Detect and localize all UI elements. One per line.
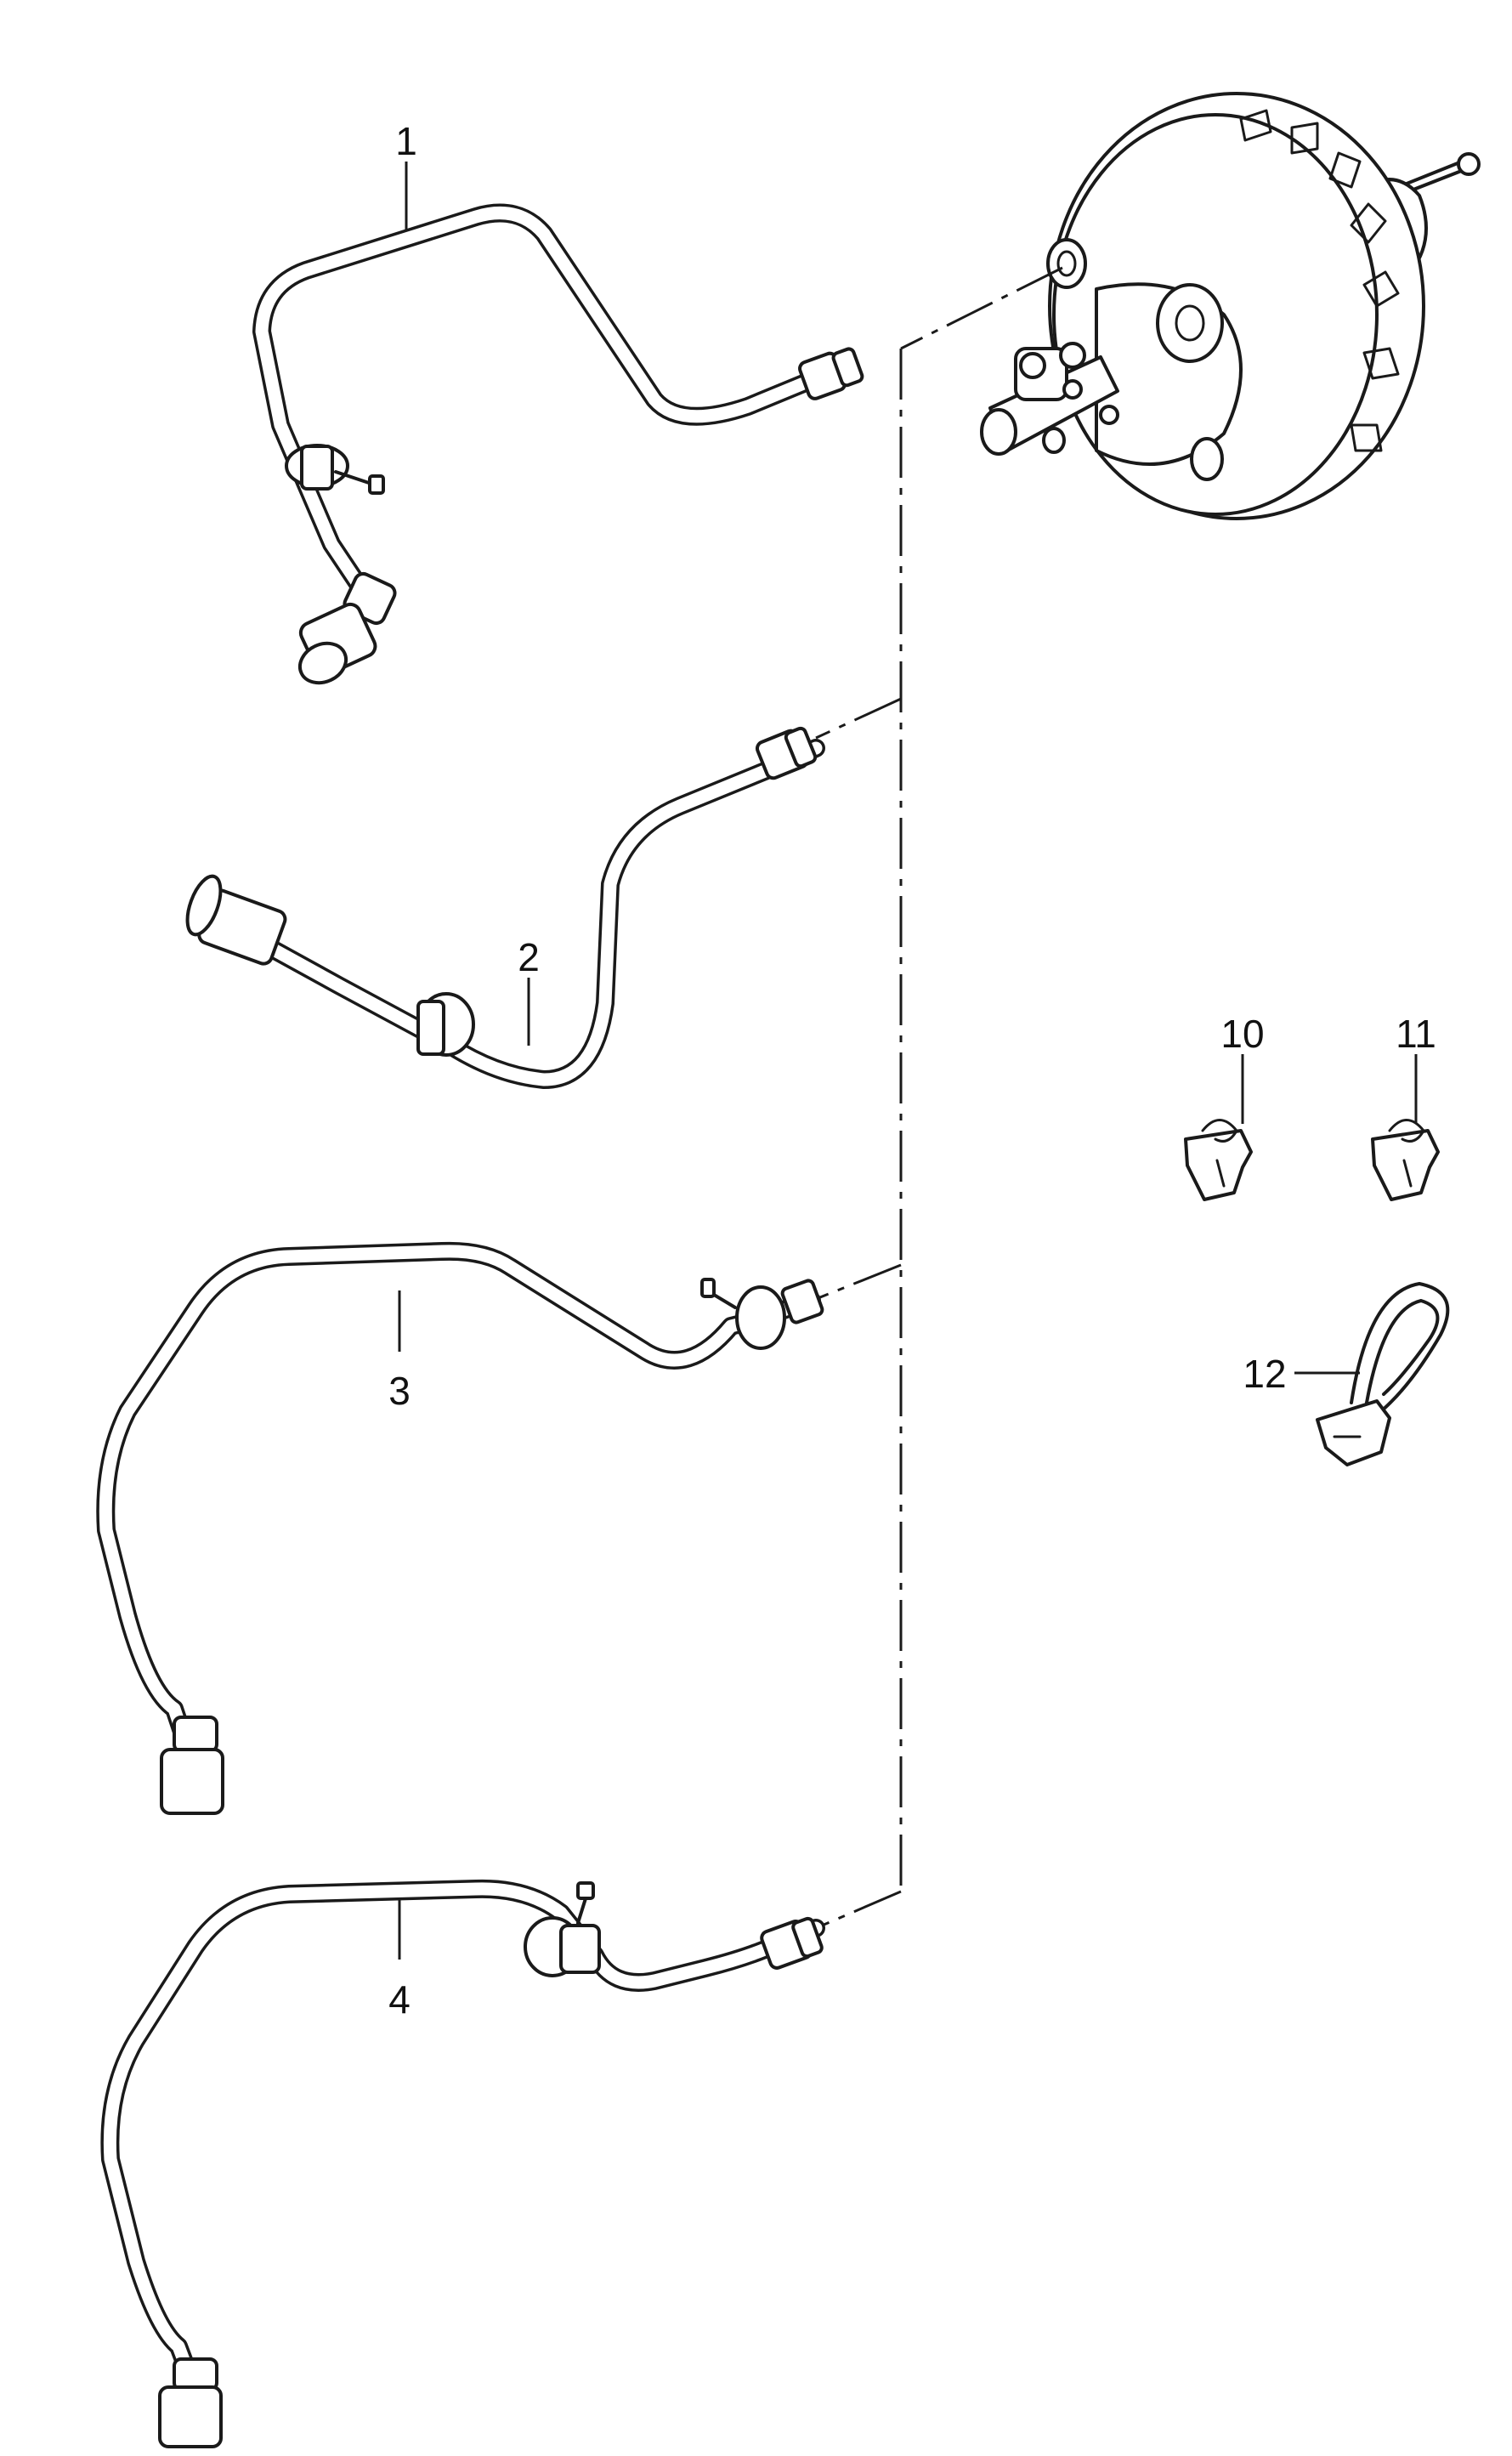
clip-part-10 — [1184, 1119, 1253, 1201]
callout-10: 10 — [1220, 1012, 1264, 1056]
brake-line-3 — [96, 1241, 824, 1815]
callout-12: 12 — [1243, 1352, 1286, 1396]
callout-2: 2 — [518, 935, 540, 979]
callout-1: 1 — [395, 119, 417, 163]
cable-tie-part-12 — [1316, 1282, 1450, 1466]
brake-line-2 — [185, 726, 825, 1089]
brake-line-4 — [100, 1879, 825, 2448]
reference-lines — [811, 266, 1063, 1930]
callout-4: 4 — [388, 1977, 411, 2022]
callout-labels: 1 2 3 4 10 11 12 — [388, 119, 1436, 2022]
callout-leaders — [398, 162, 1418, 1960]
brake-booster-assembly — [980, 92, 1481, 520]
clip-part-11 — [1371, 1119, 1440, 1201]
callout-3: 3 — [388, 1369, 411, 1413]
callout-11: 11 — [1396, 1012, 1436, 1056]
brake-line-1 — [252, 203, 864, 685]
